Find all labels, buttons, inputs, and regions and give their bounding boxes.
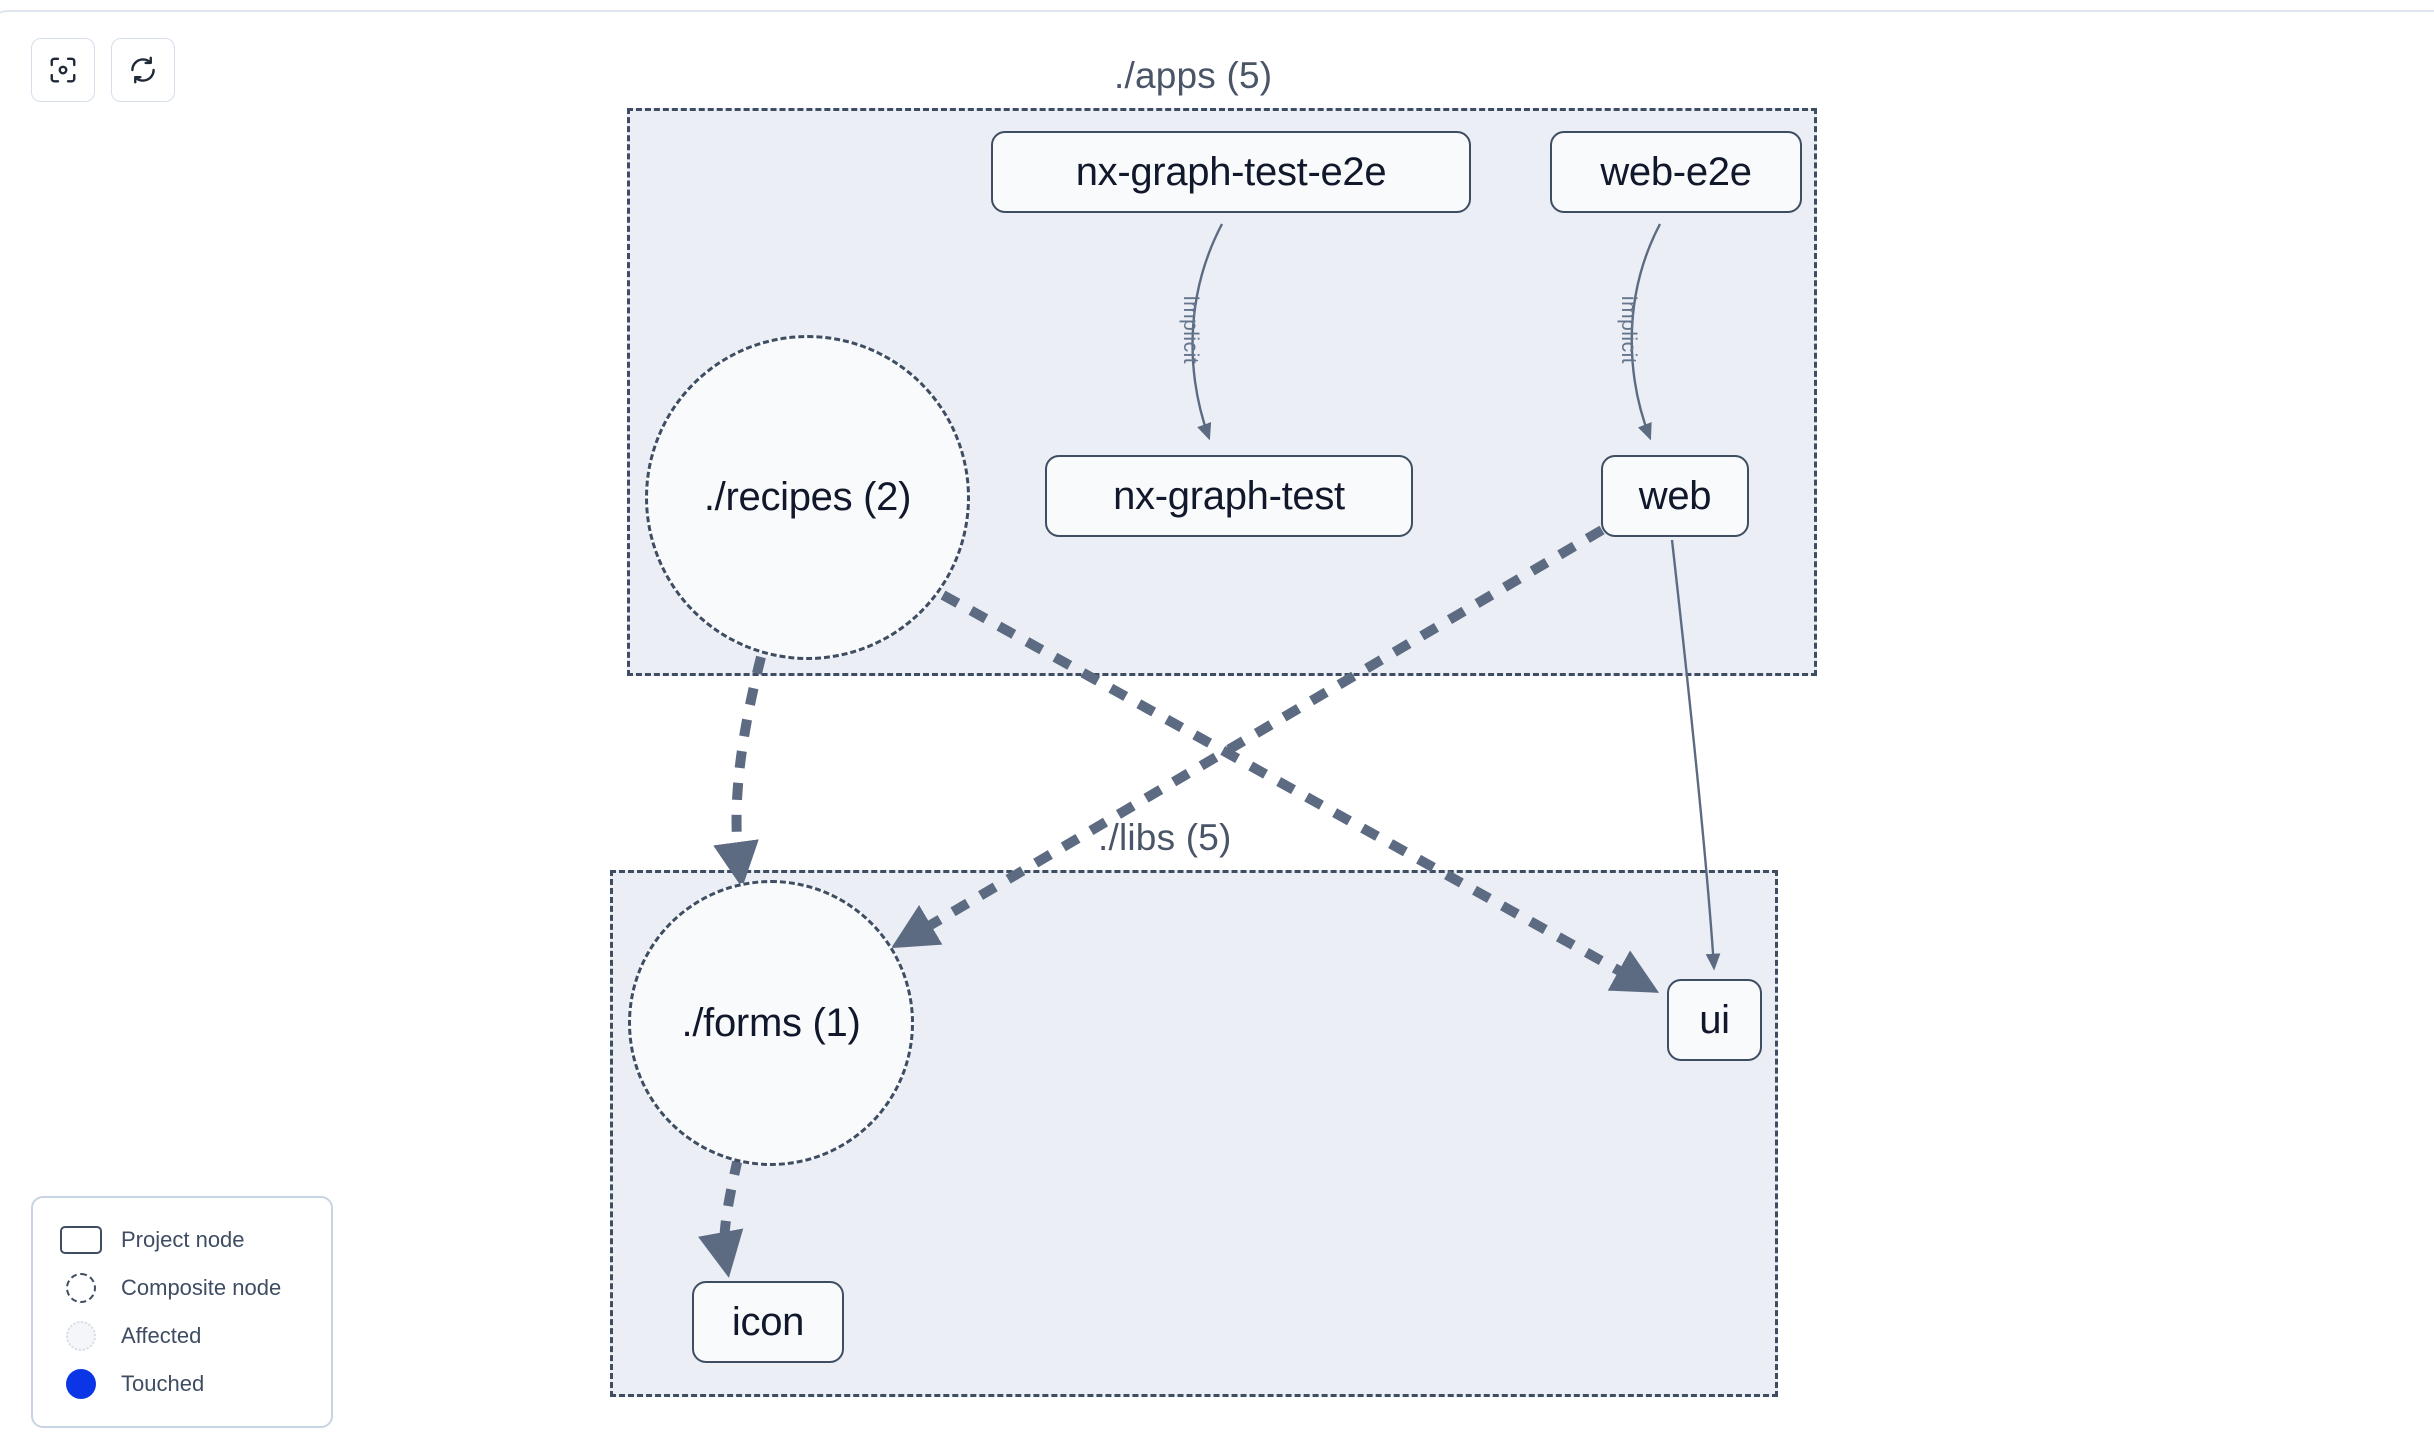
- touched-node-swatch: [55, 1369, 107, 1399]
- node-web-e2e[interactable]: web-e2e: [1550, 131, 1802, 213]
- group-label-apps: ./apps (5): [1114, 55, 1273, 96]
- composite-node-swatch: [55, 1273, 107, 1303]
- node-label: web-e2e: [1600, 149, 1752, 194]
- legend-item-affected: Affected: [55, 1312, 311, 1360]
- graph-legend: Project node Composite node Affected Tou…: [31, 1196, 333, 1428]
- refresh-icon: [128, 55, 158, 85]
- project-node-swatch: [55, 1226, 107, 1254]
- legend-item-project-node: Project node: [55, 1216, 311, 1264]
- node-web[interactable]: web: [1601, 455, 1749, 537]
- refresh-graph-button[interactable]: [111, 38, 175, 102]
- focus-target-icon: [48, 55, 78, 85]
- legend-label: Composite node: [121, 1275, 282, 1300]
- legend-label: Affected: [121, 1323, 202, 1348]
- node-label: nx-graph-test: [1113, 473, 1345, 518]
- legend-label: Touched: [121, 1371, 205, 1396]
- legend-label: Project node: [121, 1227, 245, 1252]
- legend-item-touched: Touched: [55, 1360, 311, 1408]
- node-nx-graph-test[interactable]: nx-graph-test: [1045, 455, 1413, 537]
- node-icon[interactable]: icon: [692, 1281, 844, 1363]
- node-label: ui: [1699, 997, 1730, 1042]
- node-forms[interactable]: ./forms (1): [628, 880, 914, 1166]
- graph-toolbar: [31, 38, 175, 102]
- node-label: icon: [731, 1299, 805, 1344]
- affected-node-swatch: [55, 1321, 107, 1351]
- node-label: web: [1638, 473, 1712, 518]
- edge-label-implicit-1: implicit: [1179, 295, 1203, 365]
- edge-label-implicit-2: implicit: [1617, 295, 1641, 365]
- focus-graph-button[interactable]: [31, 38, 95, 102]
- edge-recipes-to-forms: [713, 655, 766, 888]
- node-label: ./recipes (2): [703, 475, 912, 519]
- node-nx-graph-test-e2e[interactable]: nx-graph-test-e2e: [991, 131, 1471, 213]
- node-label: ./forms (1): [681, 1000, 861, 1045]
- group-label-libs: ./libs (5): [1098, 817, 1232, 858]
- node-label: nx-graph-test-e2e: [1075, 149, 1387, 194]
- node-ui[interactable]: ui: [1667, 979, 1762, 1061]
- legend-item-composite-node: Composite node: [55, 1264, 311, 1312]
- node-recipes[interactable]: ./recipes (2): [645, 335, 970, 660]
